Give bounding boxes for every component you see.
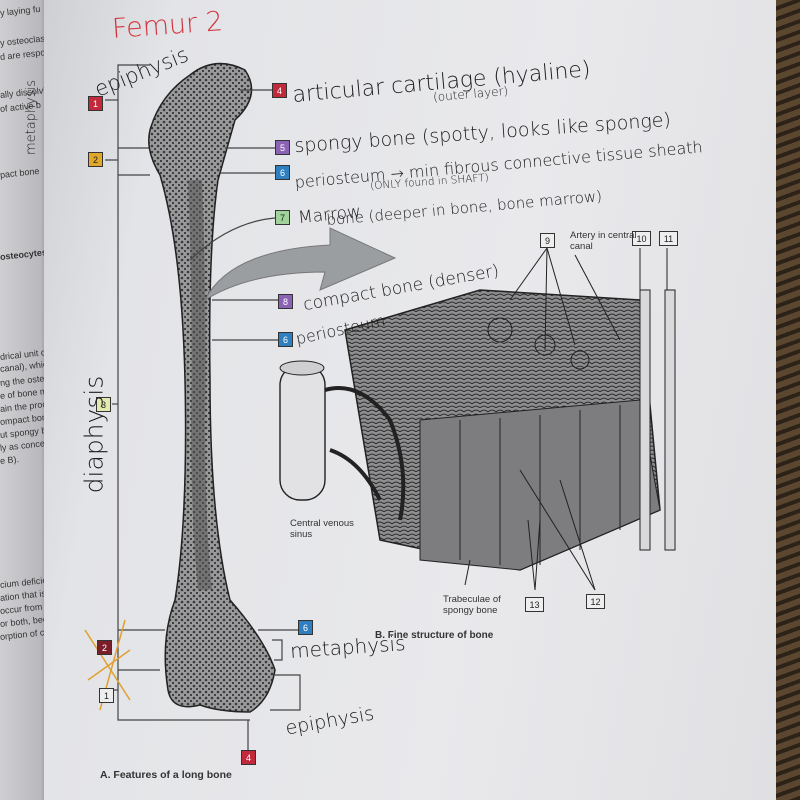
- note-diaphysis: diaphysis: [79, 375, 109, 494]
- label-box-6: 6: [275, 165, 290, 180]
- label-box-1-bottom: 1: [99, 688, 114, 703]
- label-box-bottom: 4: [241, 750, 256, 765]
- label-box-2: 2: [88, 152, 103, 167]
- note-metaphysis-side: metaphysis: [24, 79, 40, 156]
- label-box-9: 9: [540, 233, 555, 248]
- fine-structure-illustration: [279, 247, 676, 591]
- label-box-12: 12: [586, 594, 605, 609]
- label-box-3: 3: [96, 397, 111, 412]
- label-box-1: 1: [88, 96, 103, 111]
- label-artery-central-canal: Artery in central canal: [570, 230, 637, 252]
- facing-page: y laying fu y osteoclast d are respon al…: [0, 0, 56, 800]
- label-trabeculae: Trabeculae of spongy bone: [443, 594, 501, 616]
- label-box-4: 4: [272, 83, 287, 98]
- caption-long-bone: A. Features of a long bone: [100, 769, 232, 781]
- label-box-metaphysis-left: 2: [97, 640, 112, 655]
- label-box-metaphysis-bottom: 6: [298, 620, 313, 635]
- label-box-5: 5: [275, 140, 290, 155]
- left-brackets: [105, 64, 250, 721]
- label-central-venous-sinus: Central venous sinus: [290, 518, 354, 540]
- caption-fine-structure: B. Fine structure of bone: [375, 630, 494, 641]
- label-box-11: 11: [659, 231, 678, 246]
- right-leader-lines: [189, 89, 301, 750]
- medullary-cavity: [188, 179, 212, 591]
- central-venous-sinus: [279, 364, 326, 501]
- label-box-periosteum: 6: [278, 332, 293, 347]
- label-box-8: 8: [278, 294, 293, 309]
- magnify-arrow: [203, 227, 397, 302]
- label-box-10: 10: [632, 231, 651, 246]
- femur: [148, 62, 276, 713]
- label-box-13: 13: [525, 597, 544, 612]
- wicker-background: [776, 0, 800, 800]
- label-box-7: 7: [275, 210, 290, 225]
